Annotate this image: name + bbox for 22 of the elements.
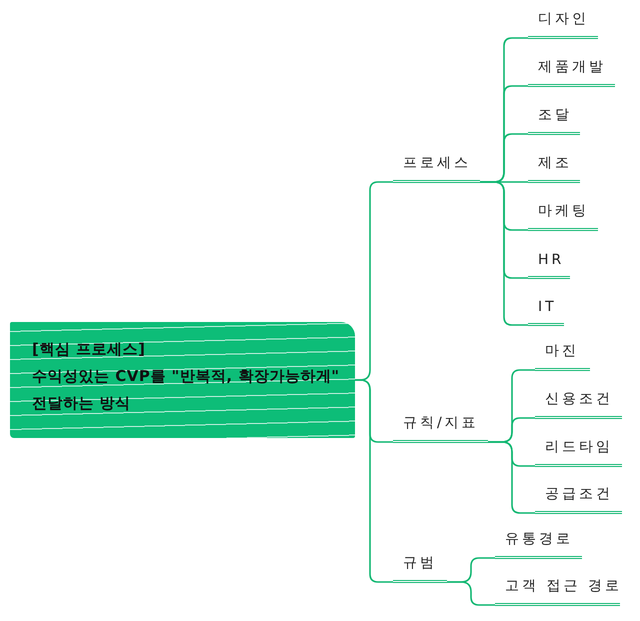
topic-text: 마진	[545, 342, 579, 360]
brace-connector	[355, 379, 393, 583]
topic-text: 제조	[538, 154, 572, 172]
topic-text: 유통경로	[505, 530, 573, 548]
brace-connector	[488, 441, 535, 514]
topic-text: IT	[538, 299, 557, 315]
topic-text: 신용조건	[545, 390, 613, 408]
topic-text: 제품개발	[538, 58, 606, 76]
brace-connector	[480, 181, 528, 326]
topic-text: HR	[538, 252, 564, 268]
topic-text: 마케팅	[538, 202, 589, 220]
topic-text: 디자인	[538, 10, 589, 28]
topic-text: 프로세스	[403, 154, 471, 172]
title-banner	[10, 322, 355, 438]
topic-text: 리드타임	[545, 438, 613, 456]
banner-text: [핵심 프로세스]	[32, 339, 146, 360]
brace-connector	[447, 581, 495, 606]
topic-text: 규칙/지표	[403, 414, 479, 432]
topic-text: 고객 접근 경로	[505, 577, 622, 595]
topic-text: 공급조건	[545, 485, 613, 503]
topic-text: 조달	[538, 106, 572, 124]
topic-text: 규범	[403, 554, 437, 572]
